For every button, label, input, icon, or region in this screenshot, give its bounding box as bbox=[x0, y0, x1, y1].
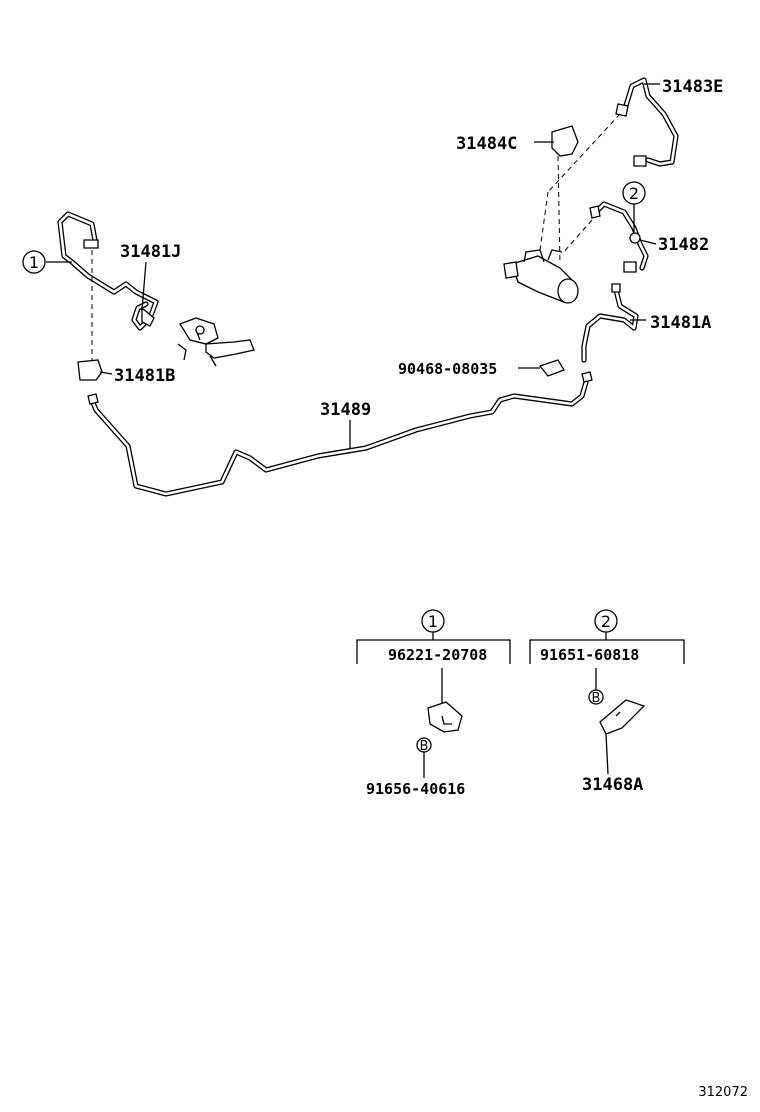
label-90468-08035: 90468-08035 bbox=[398, 360, 497, 378]
group-2-part-top: 91651-60818 bbox=[540, 646, 639, 664]
group-1-part-top: 96221-20708 bbox=[388, 646, 487, 664]
dashed-leader-cylinder bbox=[539, 191, 549, 251]
group-1-bolt-mark-label: B bbox=[420, 739, 429, 754]
dashed-leader-bracket bbox=[557, 155, 561, 265]
hose-31482 bbox=[589, 201, 649, 273]
dashed-leader-hose bbox=[561, 219, 593, 255]
group-1-part-bottom: 91656-40616 bbox=[366, 780, 465, 798]
label-31481J: 31481J bbox=[120, 242, 181, 262]
clip-31481B-area bbox=[77, 239, 103, 381]
diagram-id: 312072 bbox=[698, 1085, 748, 1100]
leader-31482 bbox=[639, 239, 657, 245]
clamp-90468 bbox=[538, 359, 565, 377]
pipe-31489 bbox=[87, 371, 593, 497]
label-31483E: 31483E bbox=[662, 77, 723, 97]
bracket-31468A bbox=[599, 699, 646, 735]
detail-group-2: 2 91651-60818 B 31468A bbox=[529, 609, 685, 795]
group-1-ref-label: 1 bbox=[428, 612, 438, 631]
group-2-bolt-mark-label: B bbox=[592, 691, 601, 706]
ref-2-label: 2 bbox=[629, 184, 639, 203]
label-31482: 31482 bbox=[658, 235, 709, 255]
clip-96221 bbox=[427, 701, 463, 733]
leader-31481B bbox=[99, 371, 113, 375]
label-31489: 31489 bbox=[320, 400, 371, 420]
pipe-31481A bbox=[581, 283, 639, 363]
pipe-31483E bbox=[615, 77, 679, 167]
group-2-bracket bbox=[529, 639, 685, 664]
ref-circle-1 bbox=[22, 250, 46, 274]
ref-1-label: 1 bbox=[29, 253, 39, 272]
detail-group-1: 1 96221-20708 B 91656-40616 bbox=[356, 609, 511, 798]
pipe-31481J bbox=[57, 211, 159, 331]
label-31484C: 31484C bbox=[456, 134, 517, 154]
label-31481A: 31481A bbox=[650, 313, 711, 333]
group-2-part-bottom: 31468A bbox=[582, 775, 643, 795]
group-2-ref-label: 2 bbox=[601, 612, 611, 631]
group-2-bolt-mark bbox=[588, 689, 604, 705]
ref-circle-2 bbox=[622, 181, 646, 205]
label-31481B: 31481B bbox=[114, 366, 175, 386]
clutch-master-cylinder bbox=[141, 306, 255, 367]
release-cylinder bbox=[503, 249, 579, 304]
leader-31481J bbox=[141, 261, 147, 311]
bracket-31484C bbox=[551, 125, 579, 157]
